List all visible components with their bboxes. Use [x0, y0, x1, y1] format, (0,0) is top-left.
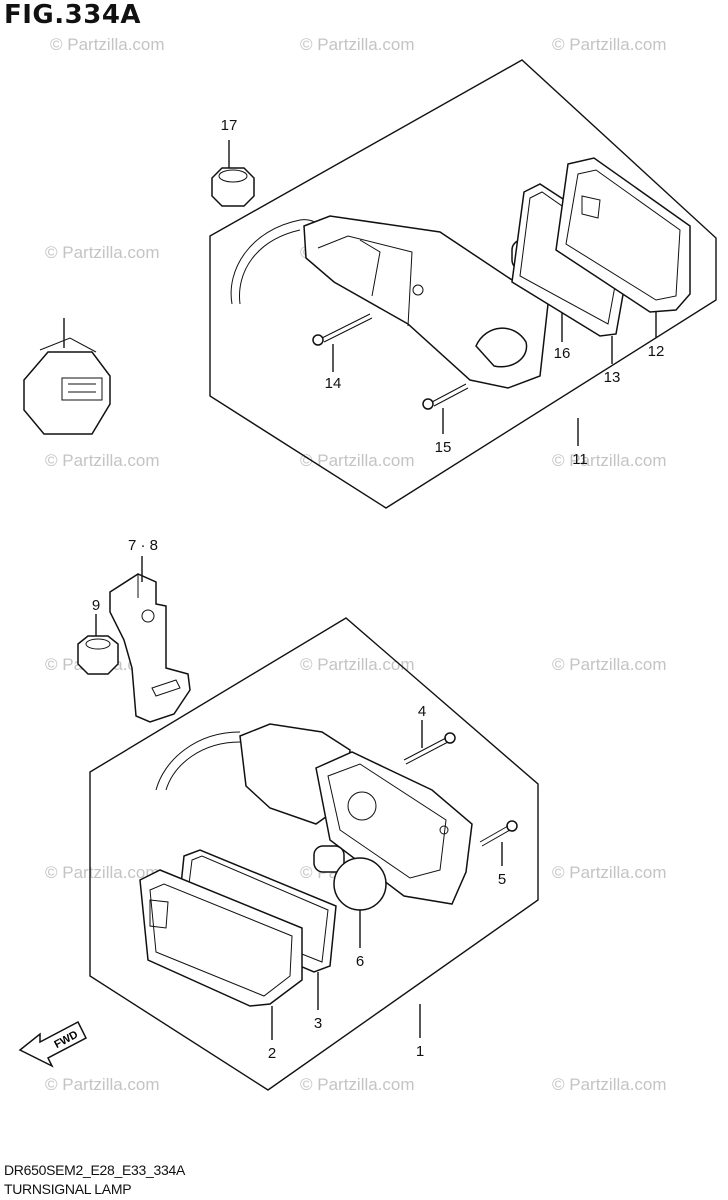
watermark: © Partzilla.com: [552, 863, 667, 882]
watermark: © Partzilla.com: [300, 35, 415, 54]
watermark: © Partzilla.com: [300, 1075, 415, 1094]
callout-2: 2: [268, 1045, 276, 1062]
callout-9: 9: [92, 597, 100, 614]
part-2-lens: [139, 869, 303, 1007]
assembly-outline-10: [209, 59, 717, 509]
part-11-lens: [555, 157, 691, 313]
callout-16: 17: [221, 117, 238, 134]
watermark: © Partzilla.com: [50, 35, 165, 54]
part-10-housing: [230, 215, 549, 389]
callout-3: 3: [314, 1015, 322, 1032]
callout-7-8: 7 · 8: [128, 537, 158, 554]
watermark: © Partzilla.com: [552, 451, 667, 470]
part-5-screw: [479, 820, 518, 847]
callout-13: 14: [325, 375, 342, 392]
part-4-screw: [403, 732, 456, 765]
part-17-relay: [23, 337, 111, 435]
callout-5: 5: [498, 871, 506, 888]
watermark: © Partzilla.com: [300, 451, 415, 470]
callout-12: 13: [604, 369, 621, 386]
watermark: © Partzilla.com: [552, 35, 667, 54]
diagram-subtitle: TURNSIGNAL LAMP: [4, 1181, 132, 1197]
part-6-bulb: [313, 845, 387, 911]
watermark: © Partzilla.com: [552, 655, 667, 674]
callout-1: 1: [416, 1043, 424, 1060]
callout-4: 4: [418, 703, 426, 720]
watermark: © Partzilla.com: [45, 243, 160, 262]
callout-labels: 17 14 15 16 13 12 11 7 · 8 9 4 5 6 3 2 1: [92, 117, 665, 1062]
watermark: © Partzilla.com: [45, 451, 160, 470]
part-16-nut: [211, 167, 255, 207]
fwd-arrow: FWD: [18, 1020, 87, 1068]
callout-11: 12: [648, 343, 665, 360]
callout-15: 16: [554, 345, 571, 362]
watermark: © Partzilla.com: [552, 1075, 667, 1094]
diagram-code: DR650SEM2_E28_E33_334A: [4, 1162, 185, 1178]
figure-title: FIG.334A: [4, 0, 142, 30]
watermark: © Partzilla.com: [45, 1075, 160, 1094]
watermark: © Partzilla.com: [300, 655, 415, 674]
callout-6: 6: [356, 953, 364, 970]
part-9-nut: [77, 635, 119, 675]
part-14-screw: [422, 383, 469, 410]
callout-14: 15: [435, 439, 452, 456]
callout-10: 11: [572, 451, 588, 468]
assembly-outline-1: [89, 617, 539, 1091]
part-13-screw: [312, 313, 373, 346]
watermark: © Partzilla.com: [45, 863, 160, 882]
part-7-8-bracket: [109, 573, 191, 723]
